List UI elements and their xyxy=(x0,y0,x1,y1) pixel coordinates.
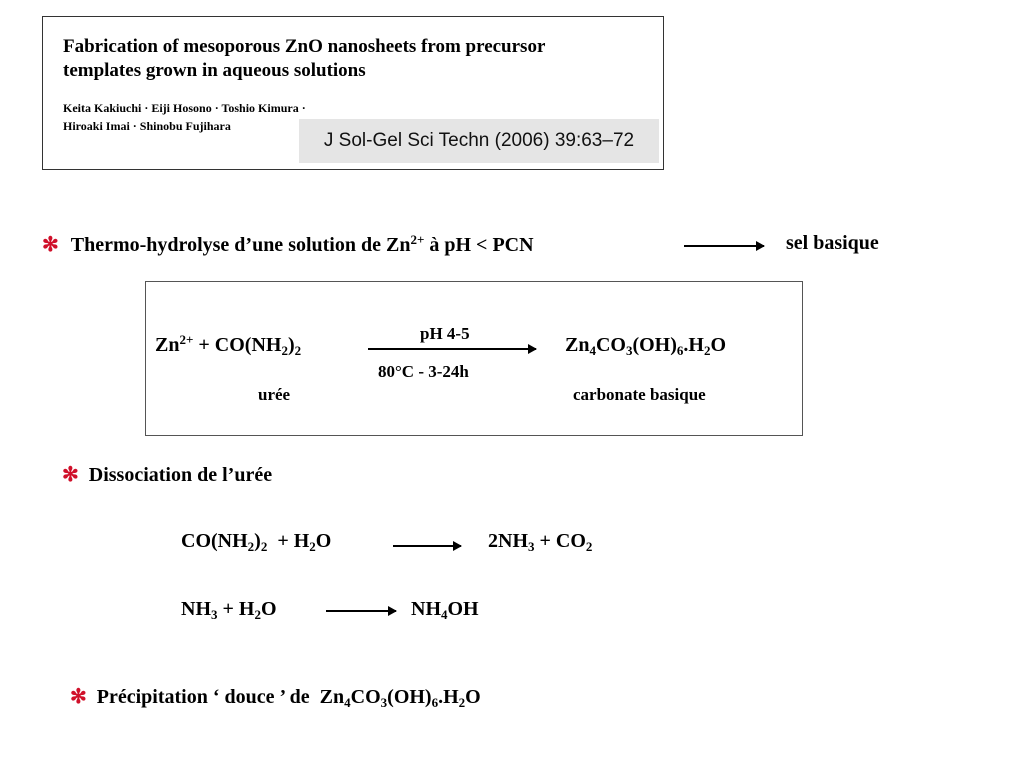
bullet-2-text: Dissociation de l’urée xyxy=(88,464,273,486)
bullet-1-sup: 2+ xyxy=(410,231,425,247)
bullet-3-part: .H xyxy=(438,686,459,708)
eq1-part: + H xyxy=(267,530,310,552)
eq1-part: 2NH xyxy=(488,530,528,552)
bullet-3-sub: 6 xyxy=(431,694,439,710)
reference-title: Fabrication of mesoporous ZnO nanosheets… xyxy=(63,35,653,83)
bullet-star-icon: ✻ xyxy=(70,686,87,708)
eq1-arrow xyxy=(393,541,462,551)
bullet-3-sub: 3 xyxy=(380,694,388,710)
label-uree: urée xyxy=(258,385,291,404)
reference-journal: J Sol-Gel Sci Techn (2006) 39:63–72 xyxy=(299,119,659,163)
arrow-1 xyxy=(684,241,765,251)
reactant-urea: + CO(NH xyxy=(193,334,282,356)
bullet-star-icon: ✻ xyxy=(62,464,79,486)
product-part: Zn xyxy=(565,334,590,356)
reactant-zn-charge: 2+ xyxy=(179,331,194,347)
bullet-3-text: Précipitation ‘ douce ’ de Zn4CO3(OH)6.H… xyxy=(96,686,481,710)
eq1-sub: 2 xyxy=(260,538,268,554)
eq1-part: CO(NH xyxy=(181,530,248,552)
eq1-part: ) xyxy=(254,530,261,552)
eq2-sub: 2 xyxy=(254,606,261,622)
eq2-part: + H xyxy=(217,598,255,620)
eq2-part: OH xyxy=(447,598,479,620)
reference-box: Fabrication of mesoporous ZnO nanosheets… xyxy=(42,16,664,170)
reaction-reactants: Zn2+ + CO(NH2)2 xyxy=(155,331,302,358)
eq2-part: NH xyxy=(411,598,441,620)
bullet-1: ✻ Thermo-hydrolyse d’une solution de Zn2… xyxy=(42,232,534,257)
reference-authors: Keita Kakiuchi · Eiji Hosono · Toshio Ki… xyxy=(63,99,383,135)
eq2-products: NH4OH xyxy=(411,598,479,621)
bullet-3: ✻ Précipitation ‘ douce ’ de Zn4CO3(OH)6… xyxy=(70,684,481,709)
bullet-1-suffix: à pH < PCN xyxy=(424,234,534,256)
eq1-sub: 2 xyxy=(585,538,593,554)
product-part: O xyxy=(710,334,727,356)
bullet-3-sub: 4 xyxy=(344,694,351,710)
eq2-sub: 4 xyxy=(441,606,448,622)
eq2-arrow xyxy=(326,606,397,616)
bullet-3-part: (OH) xyxy=(387,686,432,708)
reference-authors-line-1: Keita Kakiuchi · Eiji Hosono · Toshio Ki… xyxy=(63,101,306,115)
product-sub: 6 xyxy=(676,342,684,358)
bullet-3-sub: 2 xyxy=(458,694,466,710)
bullet-1-text: Thermo-hydrolyse d’une solution de Zn2+ … xyxy=(70,231,534,256)
eq1-sub: 3 xyxy=(528,538,535,554)
reactant-zn: Zn xyxy=(155,334,180,356)
reference-title-line-2: templates grown in aqueous solutions xyxy=(63,60,366,81)
reaction-box xyxy=(145,281,803,436)
reactant-close: ) xyxy=(287,334,295,356)
product-sub: 2 xyxy=(703,342,711,358)
bullet-1-product: sel basique xyxy=(786,232,879,254)
product-part: .H xyxy=(683,334,704,356)
reference-authors-line-2: Hiroaki Imai · Shinobu Fujihara xyxy=(63,119,231,133)
bullet-3-part: O xyxy=(465,686,481,708)
eq1-products: 2NH3 + CO2 xyxy=(488,530,592,553)
reaction-arrow xyxy=(368,344,537,354)
product-sub: 3 xyxy=(625,342,633,358)
reference-title-line-1: Fabrication of mesoporous ZnO nanosheets… xyxy=(63,36,546,57)
bullet-2: ✻ Dissociation de l’urée xyxy=(62,462,272,487)
eq2-reactants: NH3 + H2O xyxy=(181,598,277,621)
product-part: CO xyxy=(595,334,626,356)
eq2-part: NH xyxy=(181,598,211,620)
reaction-condition-ph: pH 4-5 xyxy=(420,324,470,343)
eq2-part: O xyxy=(260,598,277,620)
product-part: (OH) xyxy=(632,334,677,356)
bullet-3-prefix: Précipitation ‘ douce ’ de Zn xyxy=(96,686,345,708)
eq1-part: + CO xyxy=(534,530,586,552)
reactant-sub: 2 xyxy=(281,342,288,358)
bullet-3-part: CO xyxy=(350,686,381,708)
label-carbonate-basique: carbonate basique xyxy=(573,385,706,404)
bullet-star-icon: ✻ xyxy=(42,234,59,256)
product-sub: 4 xyxy=(589,342,596,358)
eq1-sub: 2 xyxy=(309,538,316,554)
eq2-sub: 3 xyxy=(211,606,218,622)
eq1-reactants: CO(NH2)2 + H2O xyxy=(181,530,331,553)
bullet-1-prefix: Thermo-hydrolyse d’une solution de Zn xyxy=(70,234,411,256)
eq1-part: O xyxy=(315,530,332,552)
reaction-product: Zn4CO3(OH)6.H2O xyxy=(565,334,726,357)
eq1-sub: 2 xyxy=(247,538,255,554)
reactant-sub-b: 2 xyxy=(294,342,302,358)
reaction-condition-temp: 80°C - 3-24h xyxy=(378,362,469,381)
